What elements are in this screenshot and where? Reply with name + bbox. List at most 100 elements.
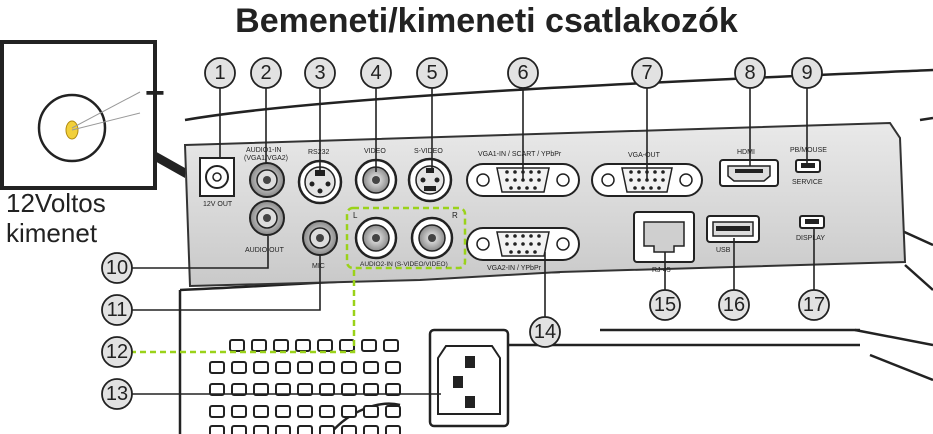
callout-14: 14 [529,316,561,348]
dsub-pin [521,234,525,238]
dsub-pin [629,178,633,182]
vent-slot [209,425,225,434]
vent-slot [297,405,313,418]
dsub-pin [525,186,529,190]
dsub-pin [633,186,637,190]
inset-caption-line2: kimenet [6,218,98,248]
dsub-pin [529,242,533,246]
callout-10: 10 [101,252,133,284]
callout-7-number: 7 [641,62,652,84]
vent-slot [363,405,379,418]
vent-slot [275,361,291,374]
dsub-pin [505,178,509,182]
dsub-pin [629,170,633,174]
dsub-pin [517,250,521,254]
vent-slot [231,383,247,396]
vga2-in-port [466,227,580,261]
vent-slot [341,383,357,396]
dsub-pin [537,242,541,246]
display-port [799,215,825,229]
callout-7: 7 [631,57,663,89]
callout-12-number: 12 [106,341,128,363]
vent-slot [273,339,289,352]
audio2-in-highlight [345,206,467,270]
callout-1: 1 [204,57,236,89]
dsub-pin [637,170,641,174]
dsub-pin [653,178,657,182]
callouts: 1 2 3 4 5 6 7 8 9 10 11 12 13 14 15 16 1… [101,57,830,410]
vent-slot [319,361,335,374]
vent-slot [319,383,335,396]
vent-slot [253,425,269,434]
dsub-pin [513,170,517,174]
dsub-pin [509,186,513,190]
vent-grid [209,339,401,434]
rj45-port [633,211,695,263]
vent-slot [385,425,401,434]
vent-slot [275,425,291,434]
vent-slot [231,361,247,374]
hdmi-port [719,159,779,187]
vent-slot [317,339,333,352]
audio2-in-left-jack [354,216,398,260]
dsub-pin [533,186,537,190]
inset-caption-line1: 12Voltos [6,188,106,218]
leader-lines [130,88,815,395]
vent-slot [231,405,247,418]
vent-slot [297,361,313,374]
rs232-port [297,159,343,205]
vent-slot [319,405,335,418]
vent-slot [363,425,379,434]
dsub-pin [521,242,525,246]
dsub-pin [513,234,517,238]
callout-5-number: 5 [426,62,437,84]
callout-3: 3 [304,57,336,89]
dsub-pin [517,186,521,190]
dsub-pin [529,170,533,174]
callout-2-number: 2 [260,62,271,84]
audio2-leader [130,268,356,354]
dsub-pin [661,170,665,174]
vent-slot [209,383,225,396]
vent-slot [341,425,357,434]
vent-slot [297,425,313,434]
callout-13: 13 [101,378,133,410]
callout-14-number: 14 [534,321,556,343]
callout-15-number: 15 [654,294,676,316]
callout-5: 5 [416,57,448,89]
vent-slot [297,383,313,396]
dsub-pin [505,170,509,174]
callout-9: 9 [791,57,823,89]
dc-out-jack [199,157,235,197]
callout-15: 15 [649,289,681,321]
dsub-pin [509,250,513,254]
dsub-pin [505,234,509,238]
callout-2: 2 [250,57,282,89]
audio-out-label: AUDIO OUT [245,247,285,254]
audio1-in-label: AUDIO1-IN [246,147,281,154]
audio2-r-label: R [452,211,458,220]
dsub-pin [525,250,529,254]
vent-slot [363,361,379,374]
vent-slot [363,383,379,396]
hdmi-label: HDMI [737,149,755,156]
callout-3-number: 3 [314,62,325,84]
service-label: SERVICE [792,179,823,186]
dsub-pin [661,178,665,182]
vent-slot [231,425,247,434]
usb-port [706,215,760,243]
callout-6: 6 [507,57,539,89]
vent-slot [253,405,269,418]
vent-slot [275,383,291,396]
vent-slot [385,383,401,396]
dsub-pin [529,178,533,182]
vent-slot [251,339,267,352]
audio1-in-jack [249,162,285,198]
callout-17-number: 17 [803,294,825,316]
display-label: DISPLAY [796,235,825,242]
callout-13-number: 13 [106,383,128,405]
dsub-pin [537,170,541,174]
dsub-pin [649,186,653,190]
vent-slot [383,339,399,352]
